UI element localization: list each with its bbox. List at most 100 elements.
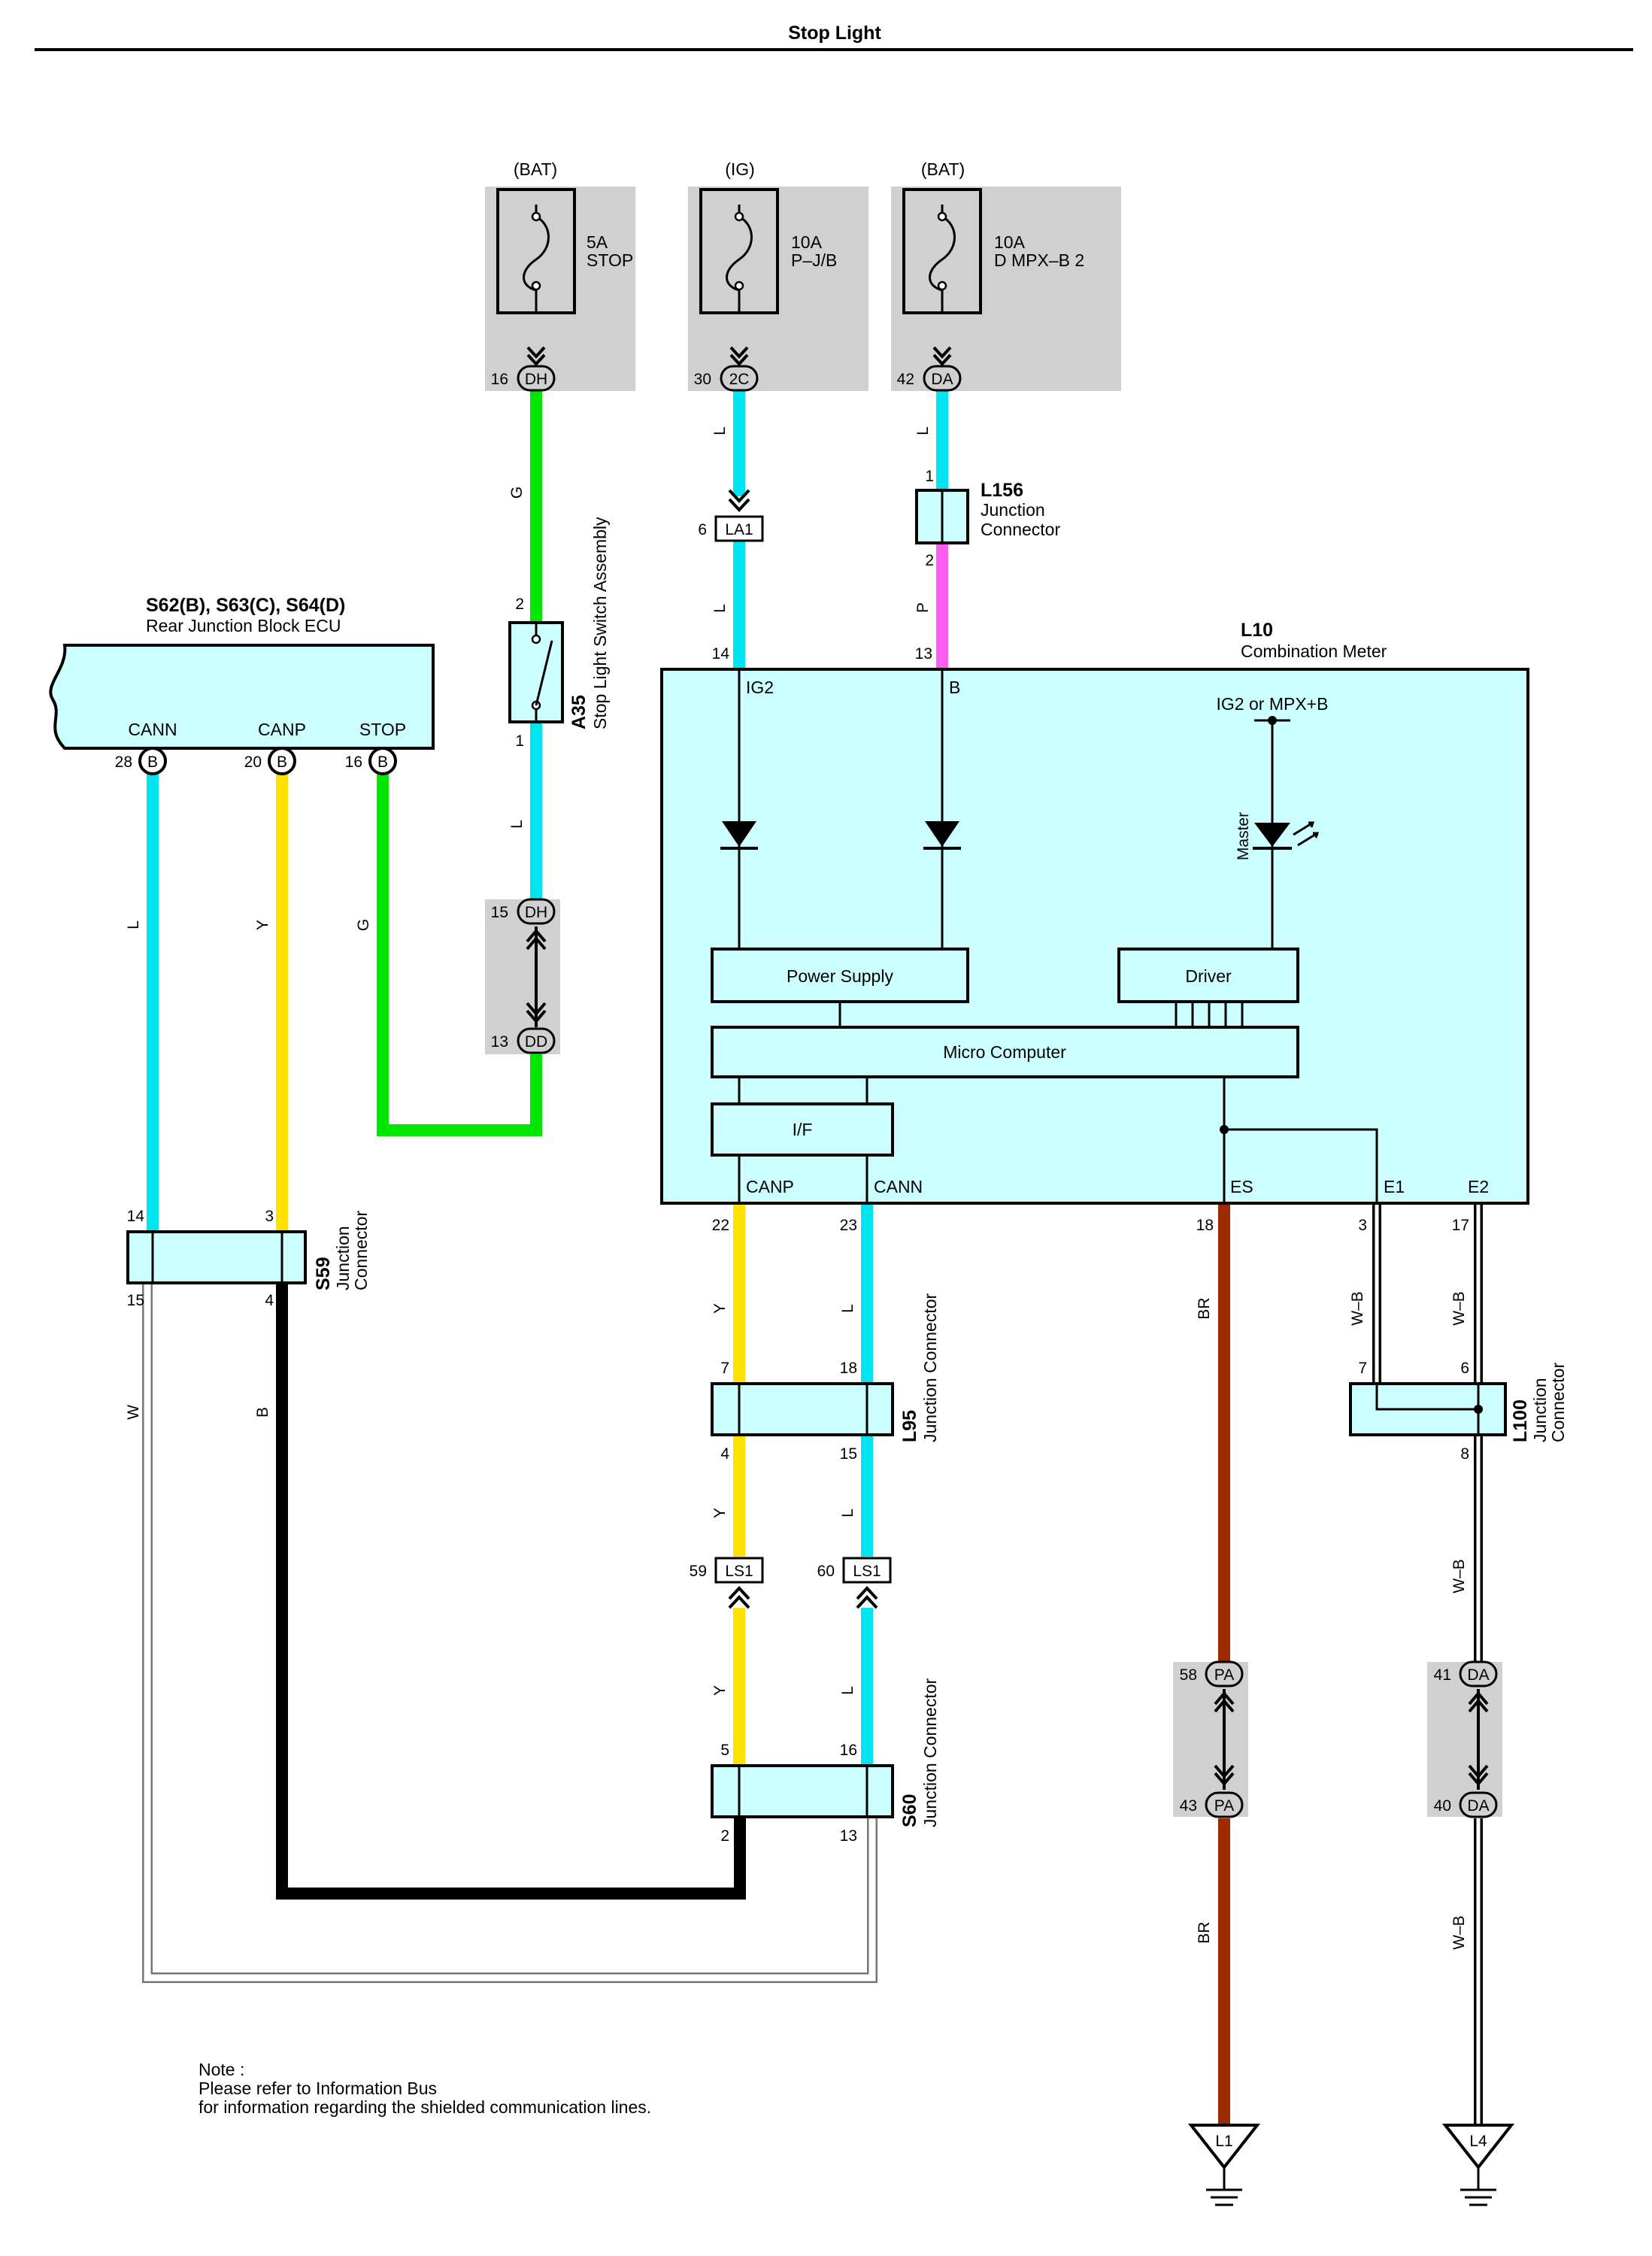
l156-connector: 1 2 L156 Junction Connector <box>915 468 1060 569</box>
s59-line1: Junction <box>333 1226 353 1290</box>
wire-label-g-1: G <box>508 487 526 499</box>
ls1-left-pin: 59 <box>690 1563 707 1580</box>
l100-connector: 7 6 8 L100 Junction Connector <box>1349 1360 1568 1463</box>
fuse-stop-conn: DH <box>525 371 547 388</box>
ecu-body <box>49 644 435 750</box>
l156-line1: Junction <box>981 500 1045 520</box>
meter-pin-ig2: 14 <box>712 645 730 663</box>
dd-pin: 13 <box>491 1033 508 1051</box>
ground-l1: L1 <box>1187 2124 1261 2206</box>
meter-pin-canp: 22 <box>712 1217 729 1234</box>
wire-label-l-6: L <box>839 1304 856 1313</box>
meter-pin-e2: 17 <box>1452 1217 1469 1234</box>
ground-l1-label: L1 <box>1215 2133 1232 2150</box>
micro-computer-label: Micro Computer <box>943 1042 1066 1062</box>
fuse-pjb-pin: 30 <box>694 371 711 388</box>
pa-bottom-pin: 43 <box>1180 1797 1197 1815</box>
ls1-connectors: LS1 59 LS1 60 <box>690 1557 892 1609</box>
la1-pin: 6 <box>698 521 707 538</box>
s60-pin-bl: 2 <box>720 1827 729 1845</box>
s60-pin-br: 13 <box>840 1827 857 1845</box>
wire-b-s59-s60 <box>276 1283 746 1900</box>
wire-g-dd-stop <box>377 773 542 1136</box>
wire-label-wb-2: W–B <box>1450 1291 1468 1326</box>
dh-pin: 15 <box>491 904 508 921</box>
fuse-dmpx-pin: 42 <box>897 371 914 388</box>
wire-label-y-1: Y <box>254 920 271 930</box>
fuse-stop-source: (BAT) <box>514 159 557 179</box>
power-supply-label: Power Supply <box>787 966 893 986</box>
switch-code: A35 <box>568 695 590 729</box>
fuse-pjb-name: P–J/B <box>791 250 837 270</box>
fuse-dmpx: (BAT) 10A D MPX–B 2 <box>891 159 1121 391</box>
wire-label-l-4: L <box>914 426 932 435</box>
l95-code: L95 <box>899 1410 920 1442</box>
driver-block <box>1117 948 1299 1003</box>
ground-l1-icon <box>1187 2124 1261 2170</box>
note: Note : Please refer to Information Bus f… <box>199 2060 651 2117</box>
meter-pin-es: 18 <box>1196 1217 1214 1234</box>
wire-label-br-1: BR <box>1196 1297 1213 1319</box>
s59-pin-tr: 3 <box>265 1208 274 1225</box>
wire-label-g-2: G <box>355 919 372 931</box>
wire-label-wb-1: W–B <box>1349 1291 1366 1326</box>
fuse-dmpx-rating: 10A <box>994 232 1026 252</box>
ig2-diode-icon <box>722 821 756 847</box>
meter-term-es: ES <box>1230 1177 1253 1196</box>
if-label: I/F <box>793 1120 813 1139</box>
driver-label: Driver <box>1185 966 1232 986</box>
s59-code: S59 <box>313 1257 334 1290</box>
l100-line1: Junction <box>1530 1378 1550 1442</box>
switch-pin-bottom: 1 <box>515 732 524 750</box>
wire-label-l-5: L <box>125 920 142 929</box>
power-supply-block <box>711 948 969 1003</box>
dh-dd-connector: DH 15 DD 13 <box>485 898 560 1054</box>
pa-bottom-conn: PA <box>1214 1797 1234 1815</box>
l100-code: L100 <box>1510 1399 1531 1442</box>
dd-conn: DD <box>525 1033 547 1051</box>
wire-label-br-2: BR <box>1196 1921 1213 1943</box>
l156-pin-bottom: 2 <box>925 552 934 569</box>
ls1-left-conn: LS1 <box>725 1563 753 1580</box>
ecu-term-canp: CANP <box>258 720 306 739</box>
l95-pin-tr: 18 <box>840 1360 857 1377</box>
s59-pin-tl: 14 <box>127 1208 145 1225</box>
wire-label-wb-3: W–B <box>1450 1559 1468 1593</box>
b-diode-icon <box>925 821 959 847</box>
meter-name: Combination Meter <box>1241 641 1387 661</box>
wire-label-l-3: L <box>711 604 729 613</box>
ecu-code: S62(B), S63(C), S64(D) <box>146 595 345 616</box>
ls1-right-conn: LS1 <box>853 1563 881 1580</box>
s60-name: Junction Connector <box>920 1678 940 1827</box>
wire-label-l-2: L <box>711 426 729 435</box>
ecu-term-cann: CANN <box>128 720 177 739</box>
l100-pin-tr: 6 <box>1460 1360 1469 1377</box>
ground-l4: L4 <box>1441 2124 1515 2206</box>
switch-name: Stop Light Switch Assembly <box>590 517 610 729</box>
fuse-dmpx-name: D MPX–B 2 <box>994 250 1084 270</box>
fuse-pjb: (IG) 10A P–J/B <box>688 159 868 391</box>
fuse-stop: (BAT) 5A STOP <box>485 159 635 391</box>
rear-junction-ecu: S62(B), S63(C), S64(D) Rear Junction Blo… <box>49 595 435 775</box>
l95-name: Junction Connector <box>920 1293 940 1442</box>
ecu-conn-canp: B <box>277 754 287 771</box>
fuse-stop-element <box>523 205 550 313</box>
micro-computer-block <box>711 1026 1299 1078</box>
meter-label-ig2mpx: IG2 or MPX+B <box>1217 694 1329 714</box>
l100-pin-tl: 7 <box>1358 1360 1367 1377</box>
l95-pin-bl: 4 <box>720 1445 729 1463</box>
l95-connector: 7 18 4 15 L95 Junction Connector <box>711 1293 940 1463</box>
da-bottom-pin: 40 <box>1434 1797 1451 1815</box>
pa-connector: PA 58 PA 43 <box>1173 1660 1248 1818</box>
ecu-pin-stop: 16 <box>345 754 362 771</box>
wire-label-w: W <box>125 1405 142 1420</box>
ecu-pin-cann: 28 <box>115 754 132 771</box>
la1-connector: LA1 6 <box>698 489 764 542</box>
s59-line2: Connector <box>351 1211 371 1290</box>
s59-pin-bl: 15 <box>127 1292 144 1309</box>
l156-code: L156 <box>981 480 1023 501</box>
wire-label-l-7: L <box>839 1509 856 1518</box>
stop-light-switch: 2 1 A35 Stop Light Switch Assembly <box>508 517 610 750</box>
meter-label-master: Master <box>1235 812 1252 860</box>
